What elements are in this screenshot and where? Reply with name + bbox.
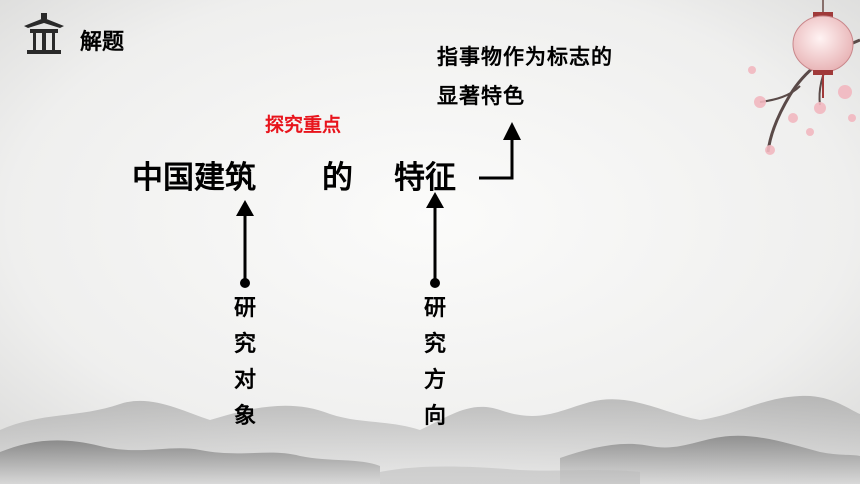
main-phrase-subject: 中国建筑 xyxy=(132,160,256,196)
main-phrase-particle: 的 xyxy=(322,160,353,196)
annotation-char: 究 xyxy=(233,332,256,357)
ink-mountains xyxy=(0,395,860,484)
annotation-char: 方 xyxy=(423,368,446,393)
paper-lantern xyxy=(792,0,854,98)
object-dot xyxy=(240,278,250,288)
annotation-char: 研 xyxy=(233,296,256,321)
annotation-char: 究 xyxy=(423,332,446,357)
definition-line-2: 显著特色 xyxy=(437,84,525,108)
arrow-head-direction xyxy=(426,192,444,208)
annotation-char: 研 xyxy=(423,296,446,321)
arrow-head-definition xyxy=(503,122,521,140)
feature-to-definition-arrow xyxy=(479,136,514,180)
main-phrase-feature: 特征 xyxy=(394,160,456,196)
annotation-char: 象 xyxy=(233,404,256,429)
pavilion-icon xyxy=(24,13,64,54)
annotation-research-object: 研 究 对 象 xyxy=(232,291,258,435)
definition-line-1: 指事物作为标志的 xyxy=(437,45,613,69)
focus-label: 探究重点 xyxy=(265,114,342,136)
connector-lines xyxy=(243,136,514,282)
direction-dot xyxy=(430,278,440,288)
page-title: 解题 xyxy=(80,30,125,55)
annotation-char: 向 xyxy=(423,404,446,429)
annotation-char: 对 xyxy=(233,368,256,393)
annotation-research-direction: 研 究 方 向 xyxy=(422,291,448,435)
arrow-head-object xyxy=(236,200,254,216)
